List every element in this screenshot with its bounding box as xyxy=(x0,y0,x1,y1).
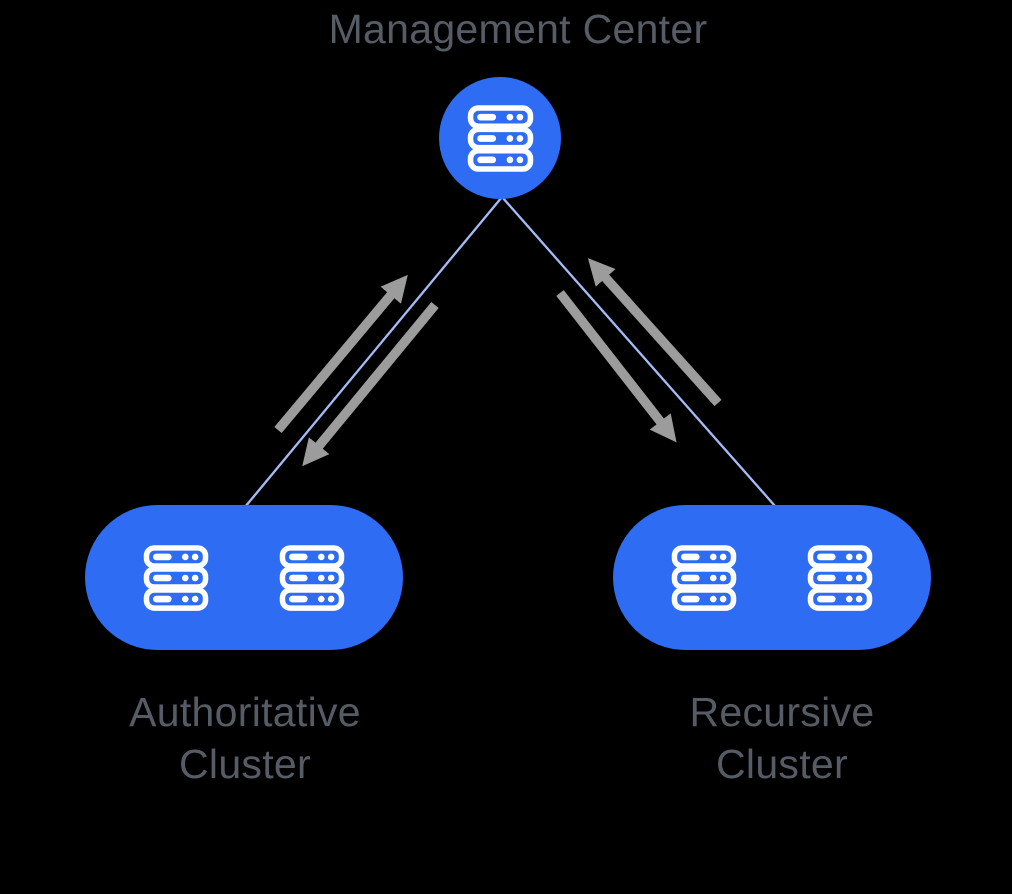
server-icon xyxy=(279,544,345,611)
arrow-management-to-authoritative xyxy=(302,301,439,467)
authoritative-cluster-label: Authoritative Cluster xyxy=(45,686,445,790)
recursive-cluster-label-line2: Cluster xyxy=(716,741,848,787)
link-management-to-authoritative xyxy=(244,196,503,508)
server-icon xyxy=(807,544,873,611)
arrow-management-to-recursive xyxy=(556,290,677,443)
management-center-node xyxy=(439,77,561,199)
server-icon xyxy=(467,104,533,172)
recursive-cluster-node xyxy=(613,505,931,650)
recursive-cluster-label: Recursive Cluster xyxy=(582,686,982,790)
authoritative-cluster-label-line1: Authoritative xyxy=(129,689,361,735)
recursive-cluster-label-line1: Recursive xyxy=(689,689,875,735)
authoritative-cluster-node xyxy=(85,505,403,650)
arrow-authoritative-to-management xyxy=(274,274,408,434)
server-icon xyxy=(143,544,209,611)
authoritative-cluster-label-line2: Cluster xyxy=(179,741,311,787)
server-icon xyxy=(671,544,737,611)
link-management-to-recursive xyxy=(501,196,776,507)
arrow-recursive-to-management xyxy=(587,258,722,407)
management-center-title: Management Center xyxy=(328,6,708,52)
